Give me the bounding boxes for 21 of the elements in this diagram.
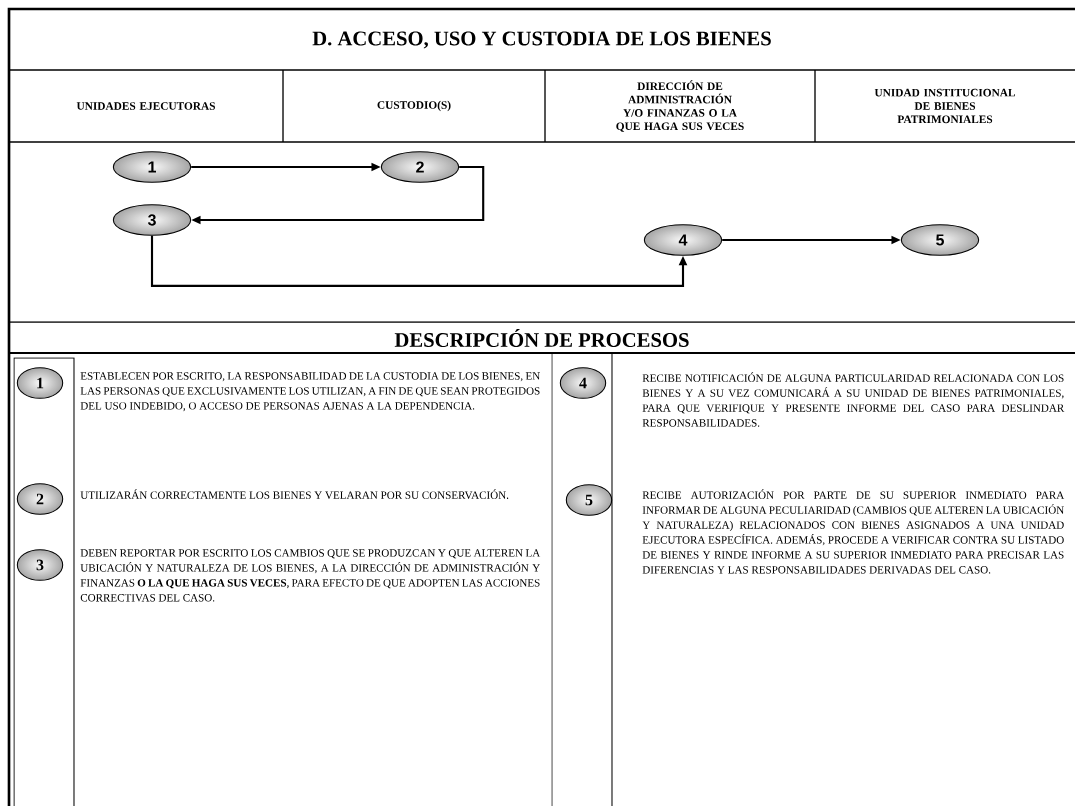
column-header: DIRECCIÓN DE ADMINISTRACIÓN Y/O FINANZAS O LA QUE HAGA SUS VECES xyxy=(616,80,744,132)
column-header: CUSTODIO(S) xyxy=(377,100,451,112)
step-oval: 4 xyxy=(643,224,723,256)
step-description: UTILIZARÁN CORRECTAMENTE LOS BIENES Y VELARAN POR SU CONSERVACIÓN. xyxy=(80,489,509,499)
step-oval: 1 xyxy=(112,151,192,183)
column-header: UNIDAD INSTITUCIONAL DE BIENES PATRIMONIALES xyxy=(874,88,1016,124)
step-description: RECIBE AUTORIZACIÓN POR PARTE DE SU SUPERIOR INMEDIATO PARA INFORMAR DE ALGUNA PECULIARIDAD (CAMBIOS QUE ALTEREN LA UBICACIÓN Y NATURALEZA) RELACIONADOS CON BIENES ASIGNADOS A UNA UNIDAD EJECUTORA ESPECÍFICA. ADEMÁS, PROCEDE A VERIFICAR CONTRA SU LISTADO DE BIENES Y RINDE INFORME A SU SUPERIOR INMEDIATO PARA PRECISAR LAS DIFERENCIAS Y LAS RESPONSABILIDADES DERIVADAS DEL CASO. xyxy=(642,489,1065,574)
step-oval: 5 xyxy=(900,224,980,256)
title: D. ACCESO, USO Y CUSTODIA DE LOS BIENES xyxy=(312,31,771,49)
step-number-oval: 3 xyxy=(16,549,64,581)
step-oval: 2 xyxy=(380,151,460,183)
column-header: UNIDADES EJECUTORAS xyxy=(76,102,215,110)
section-heading: DESCRIPCIÓN DE PROCESOS xyxy=(394,329,689,347)
step-number-oval: 5 xyxy=(565,484,613,516)
step-description: RECIBE NOTIFICACIÓN DE ALGUNA PARTICULARIDAD RELACIONADA CON LOS BIENES Y A SU VEZ COMUNICARÁ A SU UNIDAD DE BIENES PATRIMONIALES, PARA QUE VERIFIQUE Y PRESENTE INFORME DEL CASO PARA DESLINDAR RESPONSABILIDADES. xyxy=(642,372,1065,427)
step-description: ESTABLECEN POR ESCRITO, LA RESPONSABILIDAD DE LA CUSTODIA DE LOS BIENES, EN LAS PERSONAS QUE EXCLUSIVAMENTE LOS UTILIZAN, A FIN DE QUE SEAN PROTEGIDOS DEL USO INDEBIDO, O ACCESO DE PERSONAS AJENAS A LA DEPENDENCIA. xyxy=(80,372,540,412)
step-number-oval: 4 xyxy=(559,367,607,399)
step-number-oval: 1 xyxy=(16,367,64,399)
step-description: DEBEN REPORTAR POR ESCRITO LOS CAMBIOS QUE SE PRODUZCAN Y QUE ALTEREN LA UBICACIÓN Y NATURALEZA DE LOS BIENES, A LA DIRECCIÓN DE ADMINISTRACIÓN Y FINANZAS O LA QUE HAGA SUS VECES, PARA EFECTO DE QUE ADOPTEN LAS ACCIONES CORRECTIVAS DEL CASO. xyxy=(80,549,541,602)
step-oval: 3 xyxy=(112,204,192,236)
step-number-oval: 2 xyxy=(16,483,64,515)
